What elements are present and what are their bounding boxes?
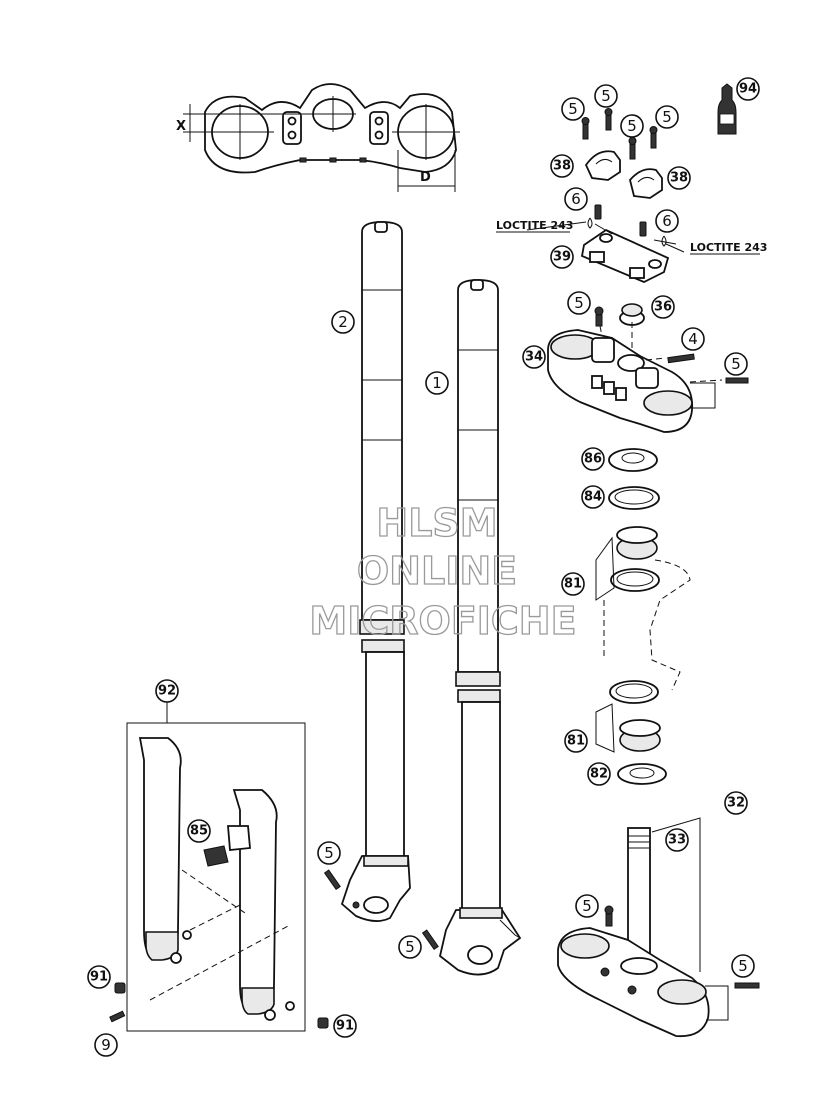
callout-5-d: 5 xyxy=(655,105,679,129)
svg-text:4: 4 xyxy=(688,330,698,348)
svg-text:82: 82 xyxy=(590,767,608,782)
watermark-line-3: MICROFICHE xyxy=(309,599,576,643)
triple-clamp-dimension-view: X D xyxy=(176,83,460,192)
handlebar-clamps xyxy=(580,108,670,283)
leg-clamp-bolts xyxy=(323,869,439,951)
svg-text:32: 32 xyxy=(727,796,745,811)
loctite-label-right: LOCTITE 243 xyxy=(690,241,767,254)
svg-text:5: 5 xyxy=(324,844,334,862)
callout-5-c: 5 xyxy=(620,114,644,138)
dimension-d-label: D xyxy=(420,170,431,185)
svg-text:5: 5 xyxy=(568,100,578,118)
callout-5-g: 5 xyxy=(575,894,599,918)
callout-34: 34 xyxy=(522,345,546,369)
fork-leg-1 xyxy=(438,279,522,976)
callout-81-a: 81 xyxy=(561,572,585,596)
loctite-bottle xyxy=(717,83,737,135)
callout-4: 4 xyxy=(681,327,705,351)
callout-39: 39 xyxy=(550,245,574,269)
svg-text:6: 6 xyxy=(571,190,581,208)
svg-text:91: 91 xyxy=(336,1019,354,1034)
svg-text:5: 5 xyxy=(574,294,584,312)
callout-81-b: 81 xyxy=(564,729,588,753)
svg-text:1: 1 xyxy=(432,374,442,392)
guard-bolts xyxy=(109,982,329,1029)
svg-text:38: 38 xyxy=(670,171,688,186)
svg-text:5: 5 xyxy=(405,938,415,956)
svg-text:92: 92 xyxy=(158,684,176,699)
callout-38-b: 38 xyxy=(667,166,691,190)
svg-text:5: 5 xyxy=(627,117,637,135)
callout-84: 84 xyxy=(581,485,605,509)
callout-85: 85 xyxy=(187,819,211,843)
svg-text:5: 5 xyxy=(662,108,672,126)
leader-lines xyxy=(526,221,685,253)
svg-text:39: 39 xyxy=(553,250,571,265)
callout-91-b: 91 xyxy=(333,1014,357,1038)
callout-5-e: 5 xyxy=(567,291,591,315)
callout-82: 82 xyxy=(587,762,611,786)
callout-92: 92 xyxy=(155,679,179,703)
svg-text:81: 81 xyxy=(564,577,582,592)
svg-text:5: 5 xyxy=(738,957,748,975)
svg-text:85: 85 xyxy=(190,824,208,839)
svg-text:5: 5 xyxy=(582,897,592,915)
callout-2: 2 xyxy=(331,310,355,334)
callout-5-i: 5 xyxy=(317,841,341,865)
callout-33: 33 xyxy=(665,828,689,852)
svg-text:33: 33 xyxy=(668,833,686,848)
svg-text:5: 5 xyxy=(601,87,611,105)
lower-triple-clamp xyxy=(557,817,760,1038)
fork-leg-2 xyxy=(340,221,411,922)
loctite-label-left: LOCTITE 243 xyxy=(496,219,573,232)
svg-text:38: 38 xyxy=(553,159,571,174)
fork-guards-set xyxy=(126,702,306,1032)
svg-text:2: 2 xyxy=(338,313,348,331)
callout-6-a: 6 xyxy=(564,187,588,211)
watermark-line-2: ONLINE xyxy=(357,549,517,593)
callout-5-b: 5 xyxy=(594,84,618,108)
callout-1: 1 xyxy=(425,371,449,395)
svg-text:34: 34 xyxy=(525,350,543,365)
svg-text:81: 81 xyxy=(567,734,585,749)
callout-32: 32 xyxy=(724,791,748,815)
callout-6-b: 6 xyxy=(655,209,679,233)
svg-text:9: 9 xyxy=(101,1036,111,1054)
svg-text:86: 86 xyxy=(584,452,602,467)
svg-text:91: 91 xyxy=(90,970,108,985)
callout-36: 36 xyxy=(651,295,675,319)
svg-text:84: 84 xyxy=(584,490,602,505)
svg-text:36: 36 xyxy=(654,300,672,315)
watermark-line-1: HLSM xyxy=(376,501,497,545)
steering-bearing-stack xyxy=(595,448,691,785)
callout-38-a: 38 xyxy=(550,154,574,178)
callout-91-a: 91 xyxy=(87,965,111,989)
callout-9: 9 xyxy=(94,1033,118,1057)
svg-text:5: 5 xyxy=(731,355,741,373)
callout-5-a: 5 xyxy=(561,97,585,121)
upper-triple-clamp xyxy=(547,303,749,433)
callout-86: 86 xyxy=(581,447,605,471)
callout-94: 94 xyxy=(736,77,760,101)
callout-5-j: 5 xyxy=(398,935,422,959)
watermark: HLSM ONLINE MICROFICHE xyxy=(309,500,577,643)
dimension-x-label: X xyxy=(176,119,186,134)
callout-5-f: 5 xyxy=(724,352,748,376)
svg-text:94: 94 xyxy=(739,82,757,97)
svg-text:6: 6 xyxy=(662,212,672,230)
callout-5-h: 5 xyxy=(731,954,755,978)
